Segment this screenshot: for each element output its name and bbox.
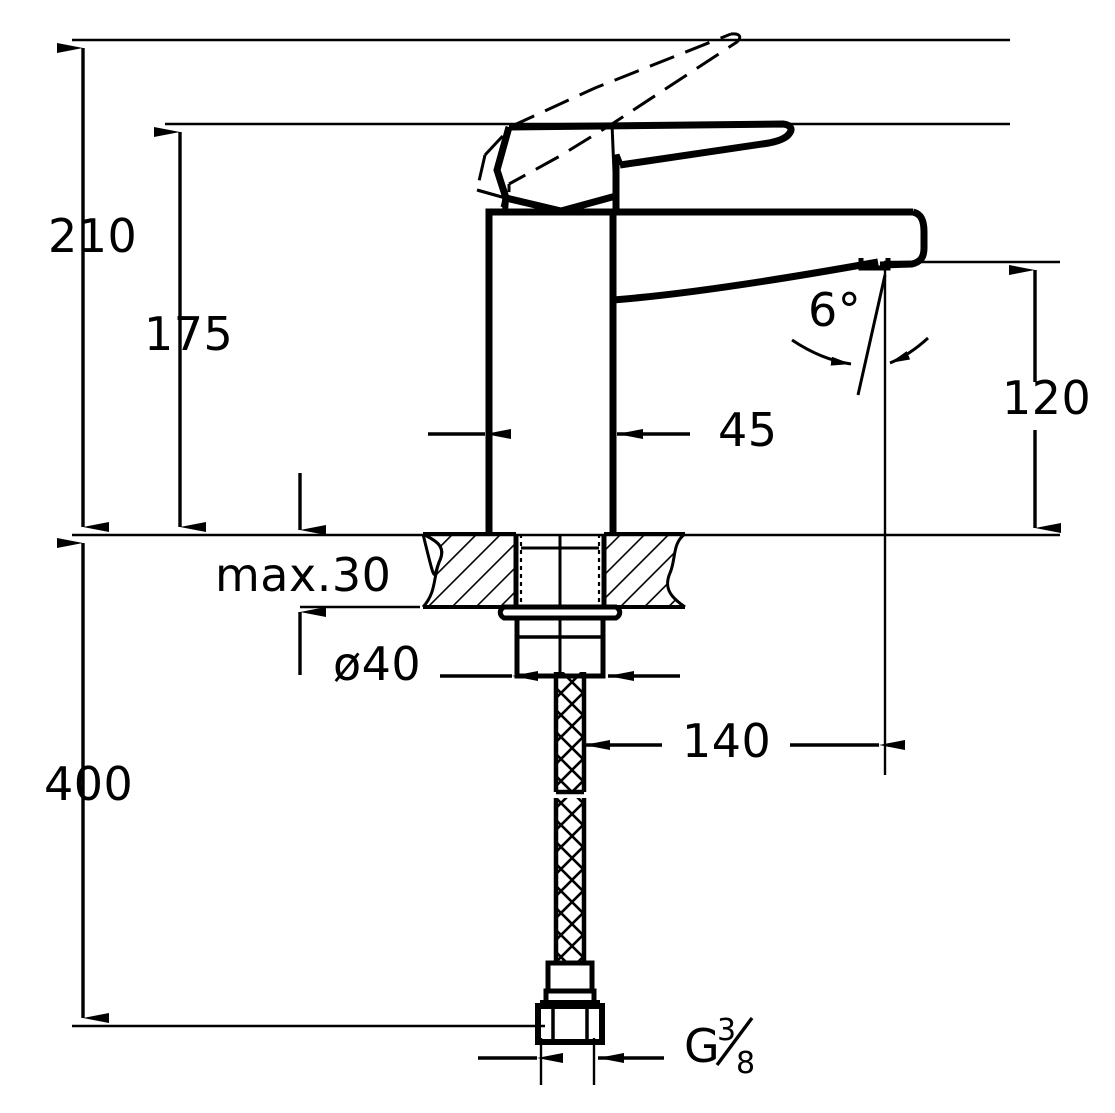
dimension-140: 140 [584, 714, 905, 768]
extension-lines [72, 38, 1060, 1028]
dimension-label-120: 120 [1002, 371, 1091, 425]
dimension-label-175: 175 [144, 307, 233, 361]
countertop-section [421, 532, 686, 609]
dimension-45: 45 [428, 403, 778, 457]
dimension-label-210: 210 [48, 209, 137, 263]
dimension-175: 175 [144, 127, 233, 532]
dimension-label-max30: max.30 [215, 548, 391, 602]
thread-numerator-label: 3 [717, 1013, 736, 1048]
dimension-label-diameter40: ø40 [333, 637, 421, 691]
dimension-label-140: 140 [682, 714, 771, 768]
lever-handle-open-dashed [475, 32, 742, 208]
dimension-210: 210 [48, 43, 137, 532]
faucet-body [485, 208, 928, 534]
dimension-label-400: 400 [44, 757, 133, 811]
thread-label-group: G 3 8 [684, 1013, 755, 1081]
dimension-label-angle: 6° [808, 283, 861, 337]
dimension-angle-6deg: 6° [791, 274, 930, 396]
dimension-label-45: 45 [718, 403, 778, 457]
mounting-shank [497, 534, 623, 679]
thread-prefix-label: G [684, 1019, 720, 1073]
flexible-hose [535, 672, 605, 1045]
thread-denominator-label: 8 [736, 1046, 755, 1081]
dimension-max-30: max.30 [215, 473, 391, 675]
dimension-thread-g38: G 3 8 [478, 1013, 755, 1085]
dimension-hole-40: ø40 [333, 637, 680, 691]
dimension-120: 120 [1002, 265, 1091, 533]
dimension-400: 400 [44, 538, 133, 1023]
